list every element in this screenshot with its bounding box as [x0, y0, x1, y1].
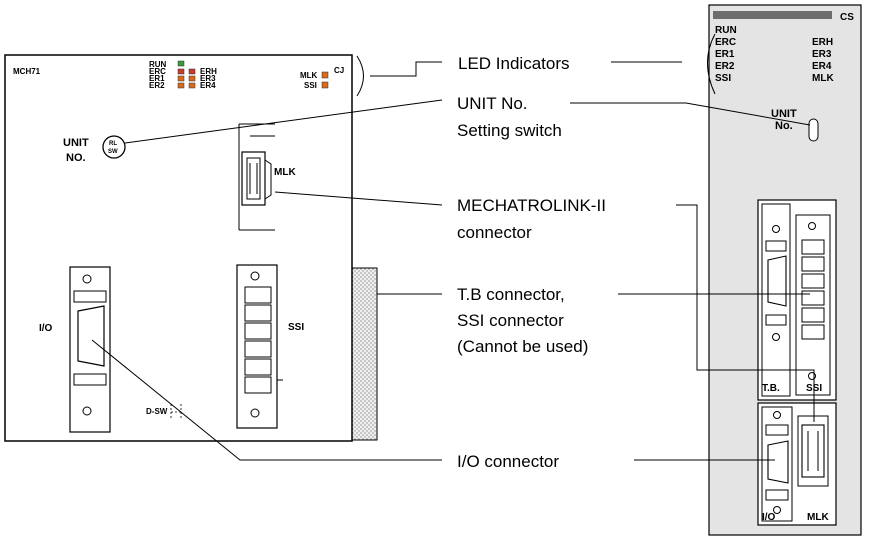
side-led-ssi: SSI [715, 73, 731, 84]
front-switch-label-top: RL [109, 141, 117, 147]
front-ssi-label: SSI [288, 322, 304, 333]
front-mlk-led [321, 71, 329, 79]
io-leader-left [91, 339, 442, 461]
front-led-erc [177, 68, 185, 75]
front-side-block [349, 267, 378, 441]
side-unit-switch[interactable] [808, 118, 819, 142]
front-led-label-er2: ER2 [149, 81, 165, 90]
front-ssi-connector[interactable] [236, 264, 283, 429]
front-led-er1 [177, 75, 185, 82]
side-led-labels: RUN ERC ER1 ER2 SSI ERH ER3 ER4 MLK [715, 25, 834, 84]
unit-leader-left [124, 99, 443, 144]
callout-ssi-connector: SSI connector [457, 311, 564, 330]
front-led-run [177, 60, 185, 67]
side-panel-header-bar [713, 11, 832, 19]
side-series-label: CS [840, 12, 854, 23]
side-led-er2: ER2 [715, 61, 735, 72]
front-switch-label-bottom: SW [108, 149, 118, 155]
front-led-label-er1: ER1 [149, 74, 165, 83]
callout-cannot-be-used: (Cannot be used) [457, 337, 588, 356]
side-led-er1: ER1 [715, 49, 735, 60]
side-unit-no-label: No. [775, 120, 793, 132]
front-led-block: RUN ERC ER1 ER2 ERH ER3 ER4 [149, 60, 217, 90]
side-led-erh: ERH [812, 37, 833, 48]
side-tb-label: T.B. [762, 383, 780, 394]
callout-io-connector: I/O connector [457, 452, 559, 471]
callout-mechatrolink-connector: connector [457, 223, 532, 242]
front-panel-body [4, 54, 353, 442]
side-tb-ssi-connector[interactable] [757, 199, 837, 401]
front-ssi-led [321, 81, 329, 89]
callout-lines [91, 33, 815, 461]
led-leader-left [370, 61, 442, 77]
front-unit-label: UNIT [63, 137, 89, 149]
side-mlk-label: MLK [807, 512, 829, 523]
front-led-er3 [188, 75, 196, 82]
front-dsw-label: D-SW [146, 407, 168, 416]
front-led-er2 [177, 82, 185, 89]
callout-labels: LED Indicators UNIT No. Setting switch M… [457, 54, 606, 471]
callout-setting-switch: Setting switch [457, 121, 562, 140]
callout-mechatrolink: MECHATROLINK-II [457, 196, 606, 215]
unit-number-switch[interactable] [102, 135, 126, 159]
front-mechatrolink-connector[interactable] [238, 123, 275, 231]
callout-led-indicators: LED Indicators [458, 54, 570, 73]
led-bracket-left [356, 55, 364, 97]
front-led-label-erh: ERH [200, 67, 217, 76]
led-bracket-right [707, 33, 716, 95]
side-io-label: I/O [762, 512, 776, 523]
front-ssi-led-label: SSI [304, 81, 317, 90]
side-panel: CS RUN ERC ER1 ER2 SSI ERH ER3 ER4 MLK U… [708, 4, 862, 536]
unit-leader-right [570, 102, 811, 126]
callout-tb-connector: T.B connector, [457, 285, 565, 304]
front-led-label-er3: ER3 [200, 74, 216, 83]
front-unit-no-label: NO. [66, 152, 86, 164]
front-led-label-erc: ERC [149, 67, 166, 76]
front-led-label-er4: ER4 [200, 81, 216, 90]
front-led-erh [188, 68, 196, 75]
front-mlk-led-label: MLK [300, 71, 318, 80]
front-led-er4 [188, 82, 196, 89]
side-io-mlk-connector[interactable] [757, 402, 837, 526]
side-led-er4: ER4 [812, 61, 832, 72]
mech-leader-left [274, 191, 443, 206]
side-led-er3: ER3 [812, 49, 832, 60]
front-model-label: MCH71 [13, 67, 41, 76]
mech-leader-right [676, 204, 815, 422]
side-led-erc: ERC [715, 37, 736, 48]
front-series-label: CJ [334, 66, 344, 75]
side-led-mlk: MLK [812, 73, 834, 84]
front-io-label: I/O [39, 323, 53, 334]
front-panel: MCH71 CJ RUN ERC ER1 ER2 ERH ER3 ER4 MLK… [4, 54, 378, 442]
front-mlk-label: MLK [274, 167, 296, 178]
front-led-label-run: RUN [149, 60, 167, 69]
side-unit-label: UNIT [771, 108, 797, 120]
side-led-run: RUN [715, 25, 737, 36]
callout-unit-no: UNIT No. [457, 94, 528, 113]
